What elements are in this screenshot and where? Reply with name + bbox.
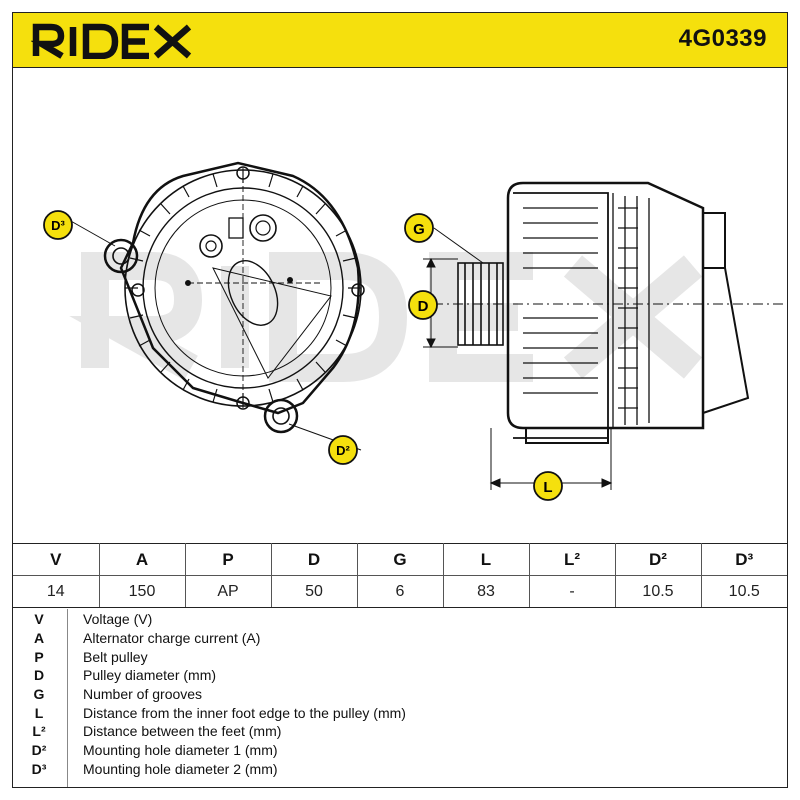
legend-item: L² Distance between the feet (mm) xyxy=(32,723,282,739)
spec-value: 50 xyxy=(270,575,358,608)
svg-text:G: G xyxy=(413,221,425,238)
spec-header: V xyxy=(13,543,100,576)
legend-item: L Distance from the inner foot edge to t… xyxy=(34,704,406,721)
spec-header: A xyxy=(98,543,186,576)
ridex-watermark xyxy=(69,252,703,382)
callout-d2: D² xyxy=(328,435,358,465)
callout-d: D xyxy=(408,290,438,320)
spec-header: D² xyxy=(614,543,702,576)
spec-header: L² xyxy=(528,543,616,576)
spec-header: D xyxy=(270,543,358,576)
legend-item: D³ Mounting hole diameter 2 (mm) xyxy=(31,760,278,777)
callout-l: L xyxy=(533,471,563,501)
spec-value: 150 xyxy=(98,575,186,608)
svg-text:D²: D² xyxy=(336,443,350,458)
spec-header-row: V A P D G L L² D² D³ xyxy=(13,543,787,576)
product-sheet: 4G0339 xyxy=(12,12,788,788)
legend-item: G Number of grooves xyxy=(33,686,203,702)
alternator-side-view xyxy=(423,181,783,490)
legend-divider xyxy=(67,609,68,787)
spec-value: 83 xyxy=(442,575,530,608)
part-number: 4G0339 xyxy=(678,25,767,52)
spec-value: AP xyxy=(184,575,272,608)
spec-header: D³ xyxy=(700,543,787,576)
alternator-drawing: D³ D² G D L xyxy=(43,161,783,501)
legend-item: V Voltage (V) xyxy=(34,611,153,627)
callout-g: G xyxy=(404,213,434,243)
legend-item: D Pulley diameter (mm) xyxy=(33,667,217,683)
legend-item: A Alternator charge current (A) xyxy=(33,630,261,646)
legend: V Voltage (V) A Alternator charge curren… xyxy=(13,609,787,787)
callout-d3: D³ xyxy=(43,210,73,240)
spec-table: V A P D G L L² D² D³ 14 150 AP 50 6 83 -… xyxy=(13,543,787,608)
spec-header: G xyxy=(356,543,444,576)
spec-value-row: 14 150 AP 50 6 83 - 10.5 10.5 xyxy=(13,575,787,608)
svg-text:D³: D³ xyxy=(51,218,65,233)
header-bar: 4G0339 xyxy=(13,13,787,68)
svg-text:D: D xyxy=(418,298,429,315)
legend-item: P Belt pulley xyxy=(34,648,148,665)
svg-text:L: L xyxy=(543,479,552,496)
spec-value: - xyxy=(528,575,616,608)
alternator-front-view xyxy=(103,161,365,434)
spec-header: P xyxy=(184,543,272,576)
spec-value: 10.5 xyxy=(700,575,787,608)
technical-drawing: D³ D² G D L xyxy=(13,68,787,543)
spec-value: 6 xyxy=(356,575,444,608)
spec-value: 10.5 xyxy=(614,575,702,608)
legend-item: D² Mounting hole diameter 1 (mm) xyxy=(31,742,278,758)
brand-logo xyxy=(31,23,192,59)
spec-header: L xyxy=(442,543,530,576)
spec-value: 14 xyxy=(13,575,100,608)
